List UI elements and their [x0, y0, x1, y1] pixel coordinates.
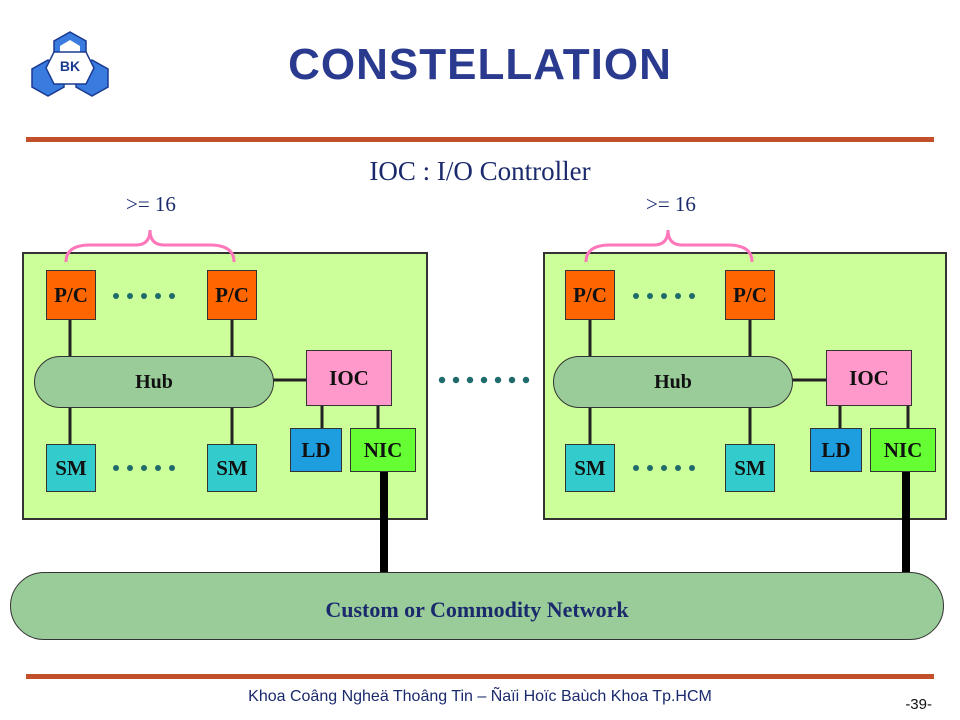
- brace-left: [64, 229, 236, 263]
- hub-right: Hub: [553, 356, 793, 408]
- network-bus: Custom or Commodity Network: [10, 572, 944, 640]
- pc-box-left-1: P/C: [46, 270, 96, 320]
- ld-box-left: LD: [290, 428, 342, 472]
- footer-text: Khoa Coâng Ngheä Thoâng Tin – Ñaïi Hoïc …: [248, 688, 712, 705]
- pc-box-left-2: P/C: [207, 270, 257, 320]
- pc-box-right-1: P/C: [565, 270, 615, 320]
- top-divider: [26, 137, 934, 142]
- nic-box-right: NIC: [870, 428, 936, 472]
- university-logo: BK: [30, 30, 110, 102]
- nic-box-left: NIC: [350, 428, 416, 472]
- brace-right: [584, 229, 754, 263]
- ioc-box-left: IOC: [306, 350, 392, 406]
- sm-box-right-1: SM: [565, 444, 615, 492]
- ellipsis-dots: [113, 293, 695, 471]
- pc-box-right-2: P/C: [725, 270, 775, 320]
- sm-box-right-2: SM: [725, 444, 775, 492]
- sm-box-left-1: SM: [46, 444, 96, 492]
- slide-title: CONSTELLATION: [288, 40, 672, 89]
- hub-left: Hub: [34, 356, 274, 408]
- ld-box-right: LD: [810, 428, 862, 472]
- page-number: -39-: [905, 696, 932, 713]
- count-label-left: >= 16: [126, 192, 176, 216]
- bottom-divider: [26, 674, 934, 679]
- ioc-box-right: IOC: [826, 350, 912, 406]
- sm-box-left-2: SM: [207, 444, 257, 492]
- count-label-right: >= 16: [646, 192, 696, 216]
- logo-text: BK: [59, 58, 81, 74]
- diagram-subtitle: IOC : I/O Controller: [369, 156, 591, 186]
